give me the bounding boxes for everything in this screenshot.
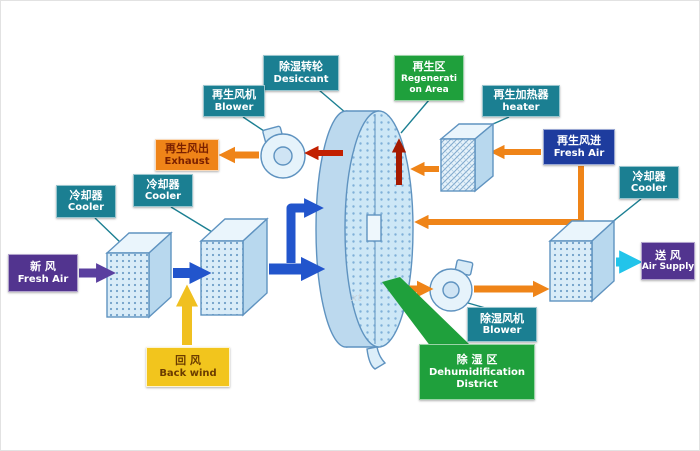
label-cooler-left-en: Cooler	[67, 202, 105, 214]
label-regeneration-area-en1: Regenerati	[401, 73, 457, 84]
label-cooler-middle-zh: 冷却器	[146, 177, 180, 191]
cooler-middle-shape	[199, 217, 269, 317]
label-desiccant-wheel-en: Desiccant	[273, 73, 329, 85]
leader-line	[94, 217, 124, 246]
label-regen-fresh-air-zh: 再生风进	[557, 134, 601, 148]
flow-arrows	[79, 138, 643, 345]
heater-shape	[439, 122, 495, 193]
label-regen-fresh-air-en: Fresh Air	[553, 147, 605, 159]
cooler-right-shape	[548, 219, 616, 303]
label-back-wind: 回 风 Back wind	[146, 347, 230, 387]
regen-blower-fan	[260, 125, 306, 179]
label-cooler-left: 冷却器 Cooler	[56, 185, 116, 218]
label-dehumid-blower-en: Blower	[482, 325, 522, 337]
leader-line	[400, 99, 430, 134]
label-fresh-air-en: Fresh Air	[17, 273, 69, 285]
cooler-left-shape	[105, 231, 173, 319]
label-regen-blower: 再生风机 Blower	[203, 85, 265, 117]
label-exhaust: 再生风出 Exhaust	[155, 139, 219, 171]
label-dehumid-district: 除 湿 区 Dehumidification District	[419, 344, 535, 400]
label-regen-blower-en: Blower	[214, 101, 254, 113]
label-dehumid-district-en1: Dehumidification	[428, 366, 526, 378]
label-air-supply-zh: 送 风	[655, 248, 681, 262]
label-fresh-air-zh: 新 风	[30, 260, 56, 274]
label-regeneration-area-en2: on Area	[409, 84, 449, 95]
label-cooler-left-zh: 冷却器	[69, 188, 103, 202]
label-air-supply-en: Air Supply	[641, 262, 695, 273]
label-dehumid-district-zh: 除 湿 区	[456, 353, 498, 367]
label-cooler-right-en: Cooler	[630, 183, 668, 195]
label-regen-heater: 再生加热器 heater	[482, 85, 560, 117]
label-cooler-middle-en: Cooler	[144, 191, 182, 203]
label-dehumid-blower-zh: 除湿风机	[480, 311, 524, 325]
leader-lines	[94, 89, 642, 310]
label-cooler-right: 冷却器 Cooler	[619, 166, 679, 199]
arrow-process-3	[286, 198, 324, 263]
label-regen-heater-en: heater	[502, 101, 540, 113]
label-back-wind-en: Back wind	[159, 367, 217, 379]
label-dehumid-district-en2: District	[456, 378, 498, 390]
label-cooler-middle: 冷却器 Cooler	[133, 174, 193, 207]
dehumid-blower-fan	[429, 259, 474, 312]
label-exhaust-en: Exhaust	[164, 155, 210, 167]
watermark: xt	[350, 291, 363, 304]
wheel-tag	[366, 346, 387, 370]
label-dehumid-blower: 除湿风机 Blower	[467, 307, 537, 342]
label-desiccant-wheel-zh: 除湿转轮	[279, 60, 323, 74]
label-regeneration-area-zh: 再生区	[412, 60, 446, 74]
leader-line	[170, 206, 218, 236]
dehumid-district-pointer	[382, 277, 469, 347]
label-regen-heater-zh: 再生加热器	[493, 88, 549, 102]
label-desiccant-wheel: 除湿转轮 Desiccant	[263, 55, 339, 91]
label-regeneration-area: 再生区 Regenerati on Area	[394, 55, 464, 101]
label-cooler-right-zh: 冷却器	[632, 169, 666, 183]
label-regen-fresh-air: 再生风进 Fresh Air	[543, 129, 615, 165]
label-fresh-air: 新 风 Fresh Air	[8, 254, 78, 292]
label-exhaust-zh: 再生风出	[165, 142, 209, 156]
label-back-wind-zh: 回 风	[175, 354, 201, 368]
label-regen-blower-zh: 再生风机	[212, 88, 256, 102]
label-air-supply: 送 风 Air Supply	[641, 242, 695, 280]
